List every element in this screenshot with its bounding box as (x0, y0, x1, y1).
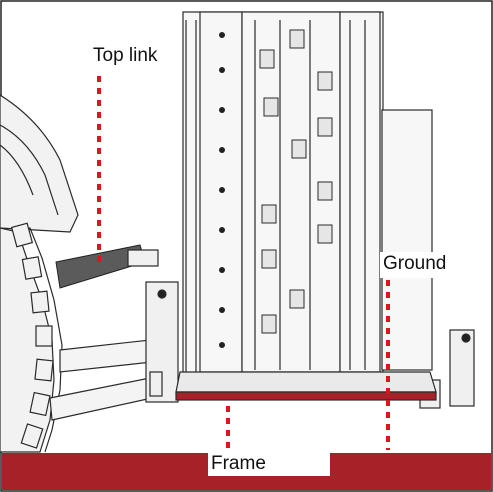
top-link-label: Top link (90, 44, 180, 72)
lower-link (49, 339, 153, 421)
cutter-bed (175, 371, 437, 401)
tractor-wheel (0, 94, 79, 453)
leader-lines (97, 76, 390, 452)
frame-label: Frame (208, 452, 330, 476)
left-mount (127, 249, 179, 403)
ground-label: Ground (380, 252, 470, 278)
bolt-column (219, 32, 225, 348)
clamp-brackets (259, 29, 333, 334)
